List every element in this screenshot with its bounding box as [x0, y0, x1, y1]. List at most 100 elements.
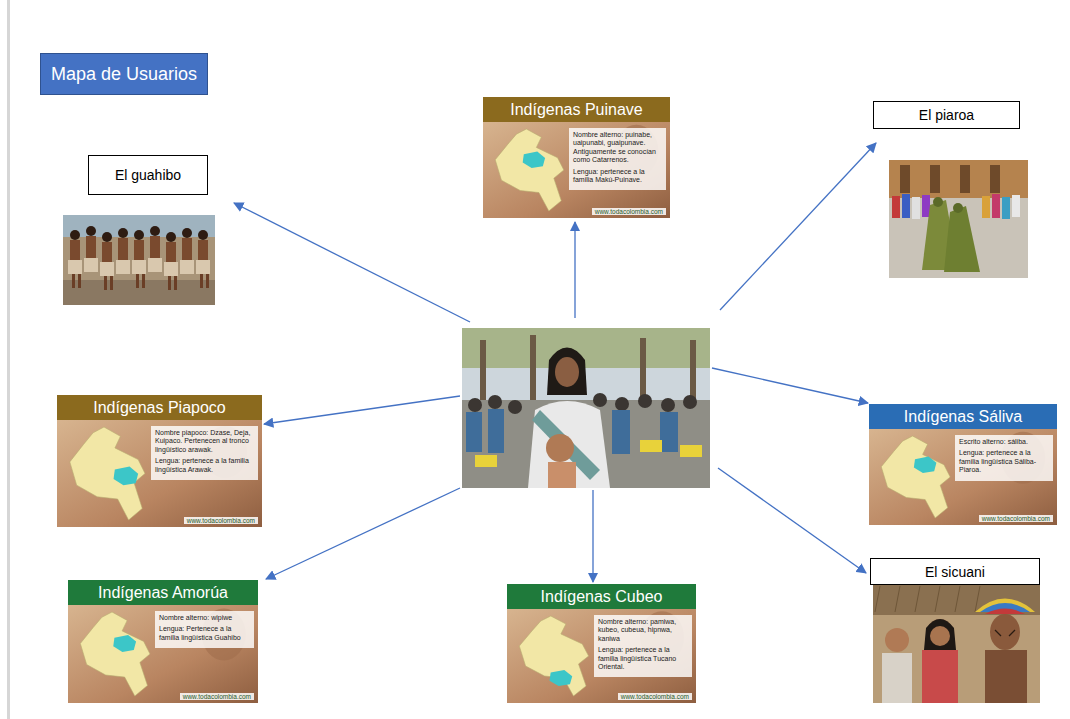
title-text: Mapa de Usuarios — [51, 64, 197, 85]
photo-shape — [488, 409, 504, 453]
card-photo-ground — [68, 605, 258, 703]
photo-shape — [200, 274, 203, 288]
card-header: Indígenas Cubeo — [507, 584, 696, 609]
photo-shape — [615, 397, 629, 411]
card-info: Escrito alterno: sáliba.Lengua: pertenec… — [955, 435, 1053, 481]
photo-shape — [462, 400, 710, 488]
photo-shape — [889, 160, 1028, 198]
photo-shape — [902, 194, 910, 218]
photo-shape — [555, 357, 579, 387]
country-map — [495, 129, 564, 211]
arrow-line — [266, 488, 460, 579]
piaroa-photo — [889, 160, 1028, 278]
photo-shape — [546, 434, 574, 462]
photo-shape — [134, 240, 144, 262]
card-source-url: www.todacolombia.com — [979, 515, 1053, 522]
group-label: El guahibo — [115, 167, 181, 183]
ethnic-group-card: Indígenas PiapocoNombre piapoco: Dzase, … — [57, 395, 262, 527]
photo-shape — [547, 348, 587, 396]
photo-shape — [992, 194, 1000, 218]
card-body: Nombre alterno: wipiweLengua: Pertenece … — [68, 605, 258, 703]
photo-shape — [142, 274, 145, 288]
photo-shape — [462, 328, 710, 488]
photo-shape — [912, 197, 920, 219]
arrow-line — [875, 586, 880, 612]
photo-shape — [488, 395, 502, 409]
card-header: Indígenas Amorúa — [68, 580, 258, 605]
card-photo-ground — [483, 122, 670, 218]
photo-shape — [933, 197, 943, 207]
photo-shape — [132, 260, 146, 274]
card-source-url: www.todacolombia.com — [180, 693, 254, 700]
card-header: Indígenas Sáliva — [869, 404, 1057, 429]
photo-shape — [134, 230, 144, 240]
group-label-box: El piaroa — [873, 101, 1020, 129]
title-box: Mapa de Usuarios — [40, 53, 208, 95]
photo-shape — [196, 260, 210, 274]
photo-shape — [638, 394, 652, 408]
sicuani-photo — [873, 585, 1040, 703]
photo-shape — [930, 626, 950, 646]
card-info-text: Nombre alterno: wipiwe — [159, 614, 250, 622]
photo-shape — [900, 165, 910, 193]
photo-shape — [136, 274, 139, 288]
photo-shape — [640, 440, 662, 452]
photo-shape — [982, 196, 990, 218]
photo-shape — [882, 653, 912, 703]
photo-shape — [166, 242, 176, 264]
arrow-line — [712, 368, 868, 403]
photo-shape — [508, 400, 522, 414]
country-map — [70, 427, 145, 520]
photo-shape — [1012, 195, 1020, 217]
photo-shape — [198, 240, 208, 262]
arrow-line — [592, 490, 593, 582]
photo-shape — [68, 258, 210, 276]
photo-shape — [116, 260, 130, 274]
card-info-text: Nombre alterno: pamiwa, kubeo, cubeua, h… — [598, 618, 688, 643]
card-info: Nombre piapoco: Dzase, Deja, Kuipaco. Pe… — [151, 426, 258, 480]
photo-shape — [104, 276, 107, 290]
photo-shape — [206, 274, 209, 288]
card-body: Escrito alterno: sáliba.Lengua: pertenec… — [869, 429, 1057, 525]
photo-shape — [198, 230, 208, 240]
card-info: Nombre alterno: wipiweLengua: Pertenece … — [155, 611, 254, 648]
photo-shape — [889, 160, 1028, 278]
photo-shape — [1002, 197, 1010, 219]
group-label-box: El sicuani — [870, 558, 1040, 585]
card-info-text: Nombre alterno: puinabe, uaipunabi, guai… — [573, 131, 662, 165]
photo-shape — [164, 262, 178, 276]
ethnic-group-card: Indígenas PuinaveNombre alterno: puinabe… — [483, 97, 670, 218]
photo-shape — [72, 274, 75, 288]
photo-shape — [985, 650, 1027, 703]
photo-shape — [168, 276, 171, 290]
photo-shape — [528, 401, 610, 488]
photo-shape — [924, 619, 956, 650]
photo-shape — [468, 398, 482, 412]
photo-shape — [661, 398, 675, 412]
card-info-text: Lengua: pertenece a la familia lingüísti… — [959, 449, 1049, 474]
photo-shape — [100, 262, 114, 276]
photo-shape — [892, 196, 900, 218]
photo-shape — [873, 585, 1040, 615]
card-header: Indígenas Piapoco — [57, 395, 262, 420]
guahibo-photo — [63, 215, 215, 305]
card-info-text: Lengua: Pertenece a la familia lingüísti… — [159, 625, 250, 642]
photo-shape — [63, 215, 215, 305]
photo-shape — [102, 232, 112, 242]
photo-shape — [182, 228, 192, 238]
card-body: Nombre piapoco: Dzase, Deja, Kuipaco. Pe… — [57, 420, 262, 527]
arrow-line — [995, 630, 1001, 636]
photo-shape — [150, 226, 160, 236]
card-info: Nombre alterno: puinabe, uaipunabi, guai… — [569, 128, 666, 190]
territory-region — [113, 635, 136, 652]
arrow-line — [955, 586, 960, 612]
photo-shape — [922, 650, 958, 703]
card-source-url: www.todacolombia.com — [618, 693, 692, 700]
photo-shape — [530, 335, 536, 410]
photo-shape — [944, 206, 980, 272]
arrow-line — [574, 222, 575, 318]
card-header: Indígenas Puinave — [483, 97, 670, 122]
country-map — [519, 616, 588, 696]
central-photo — [462, 328, 710, 488]
arrow-line — [1009, 630, 1015, 636]
